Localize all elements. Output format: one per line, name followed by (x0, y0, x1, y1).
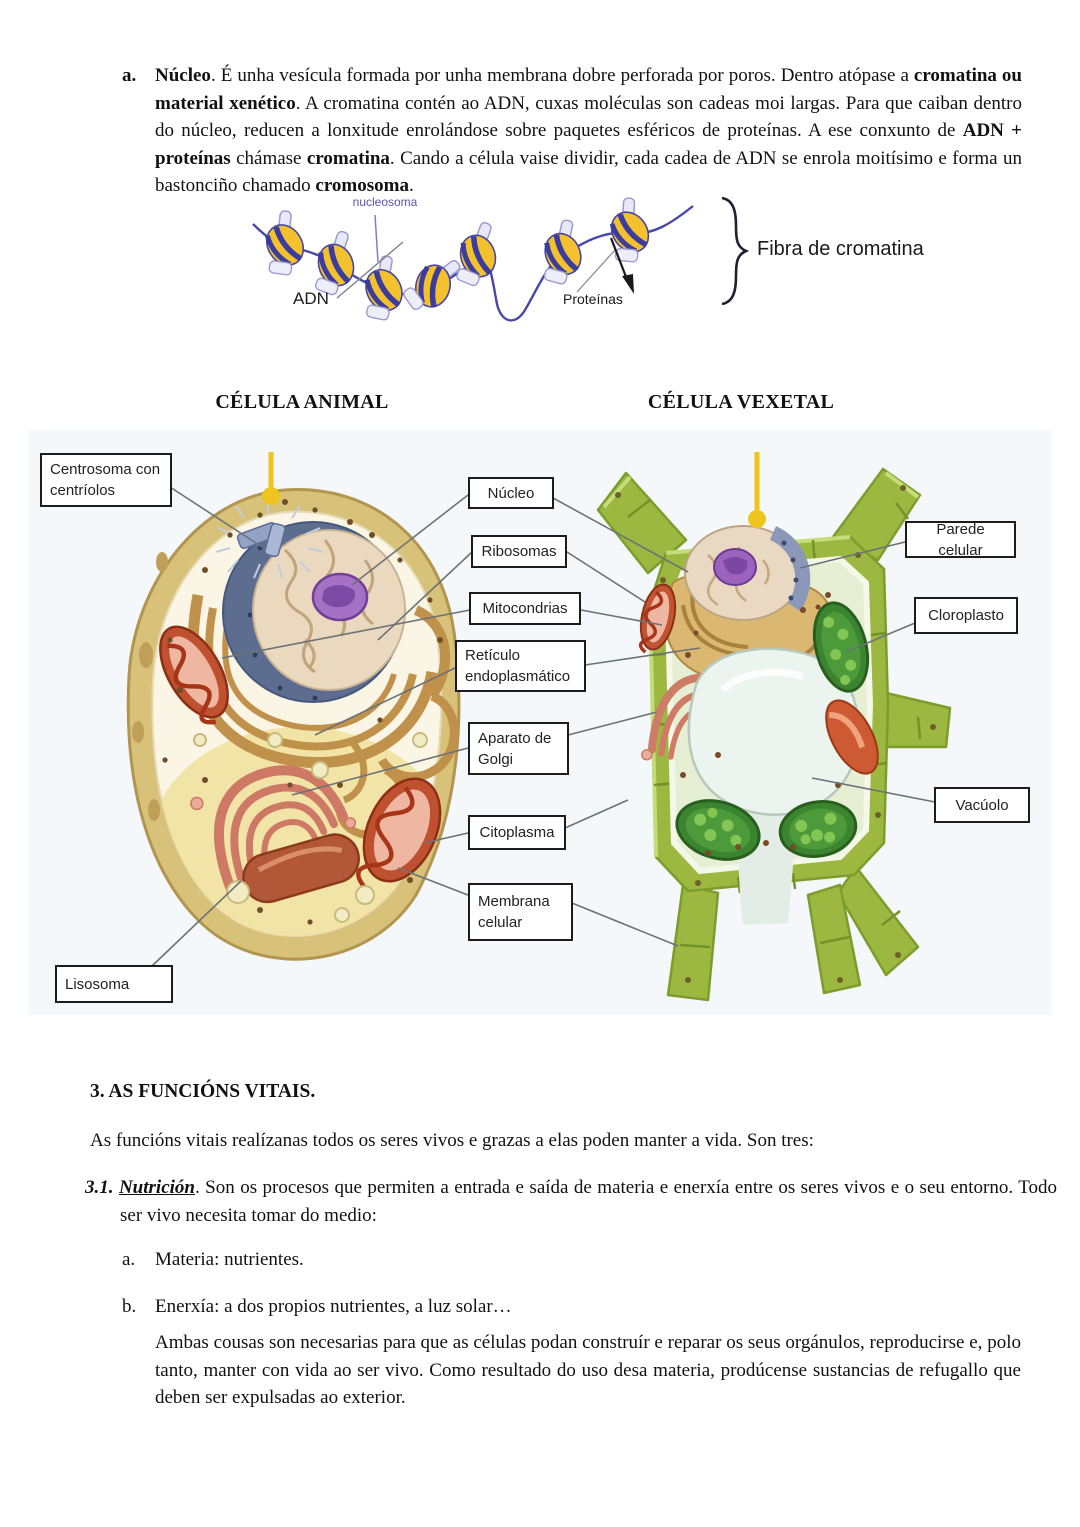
section-3-heading: 3. AS FUNCIÓNS VITAIS. (90, 1081, 316, 1102)
chromatin-illustration: nucleosoma ADN Proteínas Fibra de cromat… (225, 192, 925, 340)
nucleosome-beads (244, 193, 665, 329)
plant-nucleus (684, 525, 811, 621)
list-marker-a: a. (122, 65, 137, 86)
proteinas-label: Proteínas (563, 291, 623, 307)
vexetal-cell-title: CÉLULA VEXETAL (647, 391, 835, 413)
sub-item-a-text: Materia: nutrientes. (155, 1249, 304, 1270)
text-segment: Nutrición (118, 1177, 195, 1198)
mitochondrion-right (356, 777, 442, 890)
brace-icon (721, 196, 750, 306)
label-parede: Parede celular (905, 521, 1016, 559)
nucleosoma-label: nucleosoma (353, 195, 418, 209)
sub-item-b: b. Enerxía: a dos propios nutrientes, a … (122, 1293, 1022, 1321)
label-centrosoma: Centrosoma con centríolos (40, 453, 172, 507)
paragraph-nucleo-text: Núcleo. É unha vesícula formada por unha… (155, 62, 1022, 200)
text-segment: cromatina (306, 147, 390, 169)
plant-mitochondrion-right (825, 699, 879, 775)
text-segment: cromatina ou material xenético (155, 65, 1022, 114)
mitochondrion-left (159, 625, 229, 725)
plant-cell-illustration (596, 467, 952, 1002)
list-marker: b. (122, 1296, 137, 1317)
animal-cell-title: CÉLULA ANIMAL (215, 391, 389, 413)
sub-item-a: a. Materia: nutrientes. (122, 1246, 1022, 1274)
text-segment: . Cando a célula vaise dividir, cada cad… (155, 147, 1023, 197)
item-3-1-nutricion: 3.1. Nutrición. Son os procesos que perm… (85, 1174, 1057, 1229)
text-segment: ADN + proteínas (155, 120, 1022, 169)
label-mitocondrias: Mitocondrias (469, 592, 581, 625)
animal-cell-illustration (126, 488, 461, 961)
sub-item-b-text: Enerxía: a dos propios nutrientes, a luz… (155, 1296, 512, 1317)
closing-paragraph: Ambas cousas son necesarias para que as … (155, 1332, 1021, 1408)
list-marker: a. (122, 1249, 136, 1270)
label-citoplasma: Citoplasma (468, 815, 566, 850)
label-golgi: Aparato de Golgi (468, 722, 569, 775)
label-membrana: Membrana celular (468, 883, 573, 941)
text-segment: . Son os procesos que permiten a entrada… (120, 1177, 1057, 1226)
text-segment: 3.1. (85, 1177, 119, 1198)
label-nucleo: Núcleo (468, 477, 554, 509)
adn-pointer-line (336, 241, 404, 299)
label-cloroplasto: Cloroplasto (914, 597, 1018, 634)
label-ribosomas: Ribosomas (471, 535, 567, 568)
paragraph-nucleo: a. Núcleo. É unha vesícula formada por u… (122, 62, 1022, 200)
nucleosoma-pointer-line (374, 214, 379, 263)
section-3-intro: As funcións vitais realízanas todos os s… (90, 1130, 814, 1151)
plant-cytoplasm-dots (680, 592, 841, 856)
adn-label: ADN (293, 289, 329, 308)
label-lisosoma: Lisosoma (55, 965, 173, 1003)
text-segment: Núcleo (155, 65, 211, 86)
fibra-cromatina-label: Fibra de cromatina (757, 238, 925, 260)
text-segment: cromosoma (315, 175, 409, 196)
label-reticulo: Retículo endoplasmático (455, 640, 586, 692)
text-segment: . É unha vesícula formada por unha membr… (210, 65, 914, 86)
text-segment: . A cromatina contén ao ADN, cuxas moléc… (155, 92, 1023, 142)
text-segment: . (408, 175, 414, 196)
label-vacuolo: Vacúolo (934, 787, 1030, 823)
text-segment: chámase (230, 147, 307, 169)
proteinas-arrow (576, 237, 634, 294)
